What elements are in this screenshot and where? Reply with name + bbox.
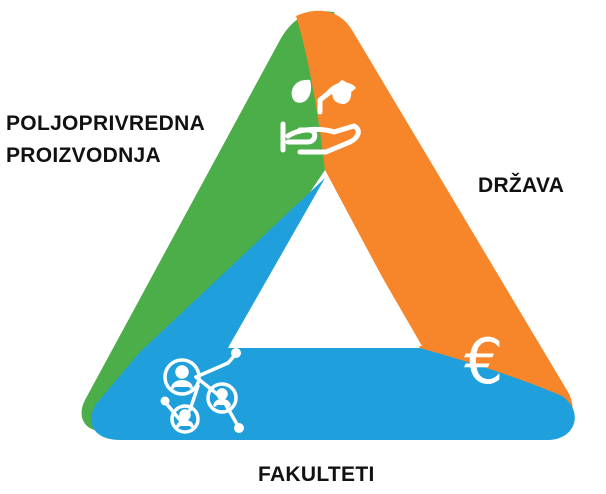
- agriculture-label: POLJOPRIVREDNA PROIZVODNJA: [6, 108, 205, 172]
- blue-segment: [91, 178, 575, 440]
- faculties-label: FAKULTETI: [258, 463, 375, 486]
- orange-segment: [228, 10, 573, 432]
- green-segment: [81, 11, 360, 431]
- agriculture-label-line1: POLJOPRIVREDNA: [6, 112, 206, 135]
- plant-in-hand-icon: [280, 79, 361, 155]
- inner-triangle: [229, 180, 422, 346]
- agriculture-label-line2: PROIZVODNJA: [6, 144, 161, 167]
- euro-icon: €: [464, 325, 503, 398]
- state-label: DRŽAVA: [478, 174, 565, 197]
- people-network-icon: [160, 348, 244, 434]
